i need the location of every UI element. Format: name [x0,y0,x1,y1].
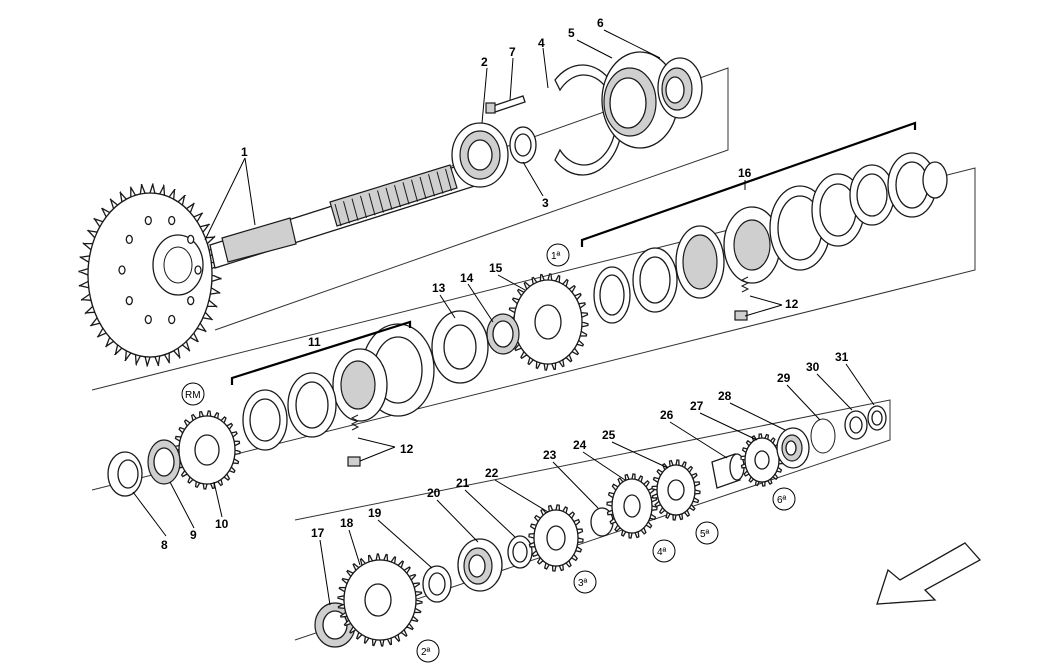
bearing-6 [657,57,703,119]
ring-3 [509,126,537,164]
callout-23: 23 [543,448,557,462]
callout-8: 8 [161,538,168,552]
assembly-braces [230,121,917,385]
needle-bearing-14 [486,313,520,355]
callout-16: 16 [738,166,752,180]
ring-21 [507,535,533,569]
bushing-19 [422,565,452,603]
callout-2: 2 [481,55,488,69]
callout-14: 14 [460,271,474,285]
thrust-washer-8 [107,451,143,497]
callout-18: 18 [340,516,354,530]
bolt-7 [485,95,526,114]
gear-24 [606,473,658,539]
circlip-29 [810,418,836,454]
callout-4: 4 [538,36,545,50]
callout-20: 20 [427,486,441,500]
gear-tag-1st: 1ª [551,251,561,262]
gear-tag-3rd: 3ª [578,578,588,589]
gear-18 [337,553,423,647]
callout-30: 30 [806,360,820,374]
gear-10 [173,410,241,490]
callout-21: 21 [456,476,470,490]
callout-1: 1 [241,145,248,159]
synchro-assembly-11 [242,323,435,451]
gear-25 [651,459,701,521]
callout-17: 17 [311,526,325,540]
leader-lines [132,29,875,606]
detent-spring-upper [734,276,750,321]
gear-15 [507,273,589,371]
callout-7: 7 [509,45,516,59]
bearing-28 [776,427,810,469]
callout-31: 31 [835,350,849,364]
callout-labels: 1 2 3 4 5 6 7 8 9 10 11 12 12 12 13 14 1… [161,16,849,552]
callout-9: 9 [190,528,197,542]
callout-22: 22 [485,466,499,480]
callout-11: 11 [308,335,321,349]
needle-bearing-9 [147,439,181,485]
gear-27 [740,433,784,487]
gear-tag-4th: 4ª [657,547,667,558]
nut-31 [867,405,887,431]
ring-30 [844,410,868,440]
callout-12-upper: 12 [785,297,799,311]
ring-13 [431,310,489,384]
callout-27: 27 [690,399,704,413]
bearing-20 [457,538,503,592]
callout-25: 25 [602,428,616,442]
callout-29: 29 [777,371,791,385]
callout-26: 26 [660,408,674,422]
callout-3: 3 [542,196,549,210]
pinion-shaft [209,161,479,269]
bearing-2 [451,122,509,188]
callout-6: 6 [597,16,604,30]
callout-13: 13 [432,281,446,295]
detent-spring-mid [347,414,361,467]
crown-wheel [78,183,222,367]
gear-22 [528,504,584,572]
callout-5: 5 [568,26,575,40]
callout-10: 10 [215,517,229,531]
gear-tag-2nd: 2ª [421,647,431,658]
gear-tag-reverse: RM [185,390,201,401]
callout-12-mid: 12 [400,442,414,456]
callout-28: 28 [718,389,732,403]
gear-tag-5th: 5ª [700,529,710,540]
direction-arrow [876,542,982,605]
gear-tag-6th: 6ª [777,495,787,506]
housing-5 [601,51,679,149]
callout-24: 24 [573,438,587,452]
synchro-assembly-16 [593,152,948,324]
gear-tags: 1ª 2ª 3ª 4ª 5ª 6ª RM [181,243,796,663]
callout-15: 15 [489,261,503,275]
callout-19: 19 [368,506,382,520]
spacer-26 [711,453,745,489]
